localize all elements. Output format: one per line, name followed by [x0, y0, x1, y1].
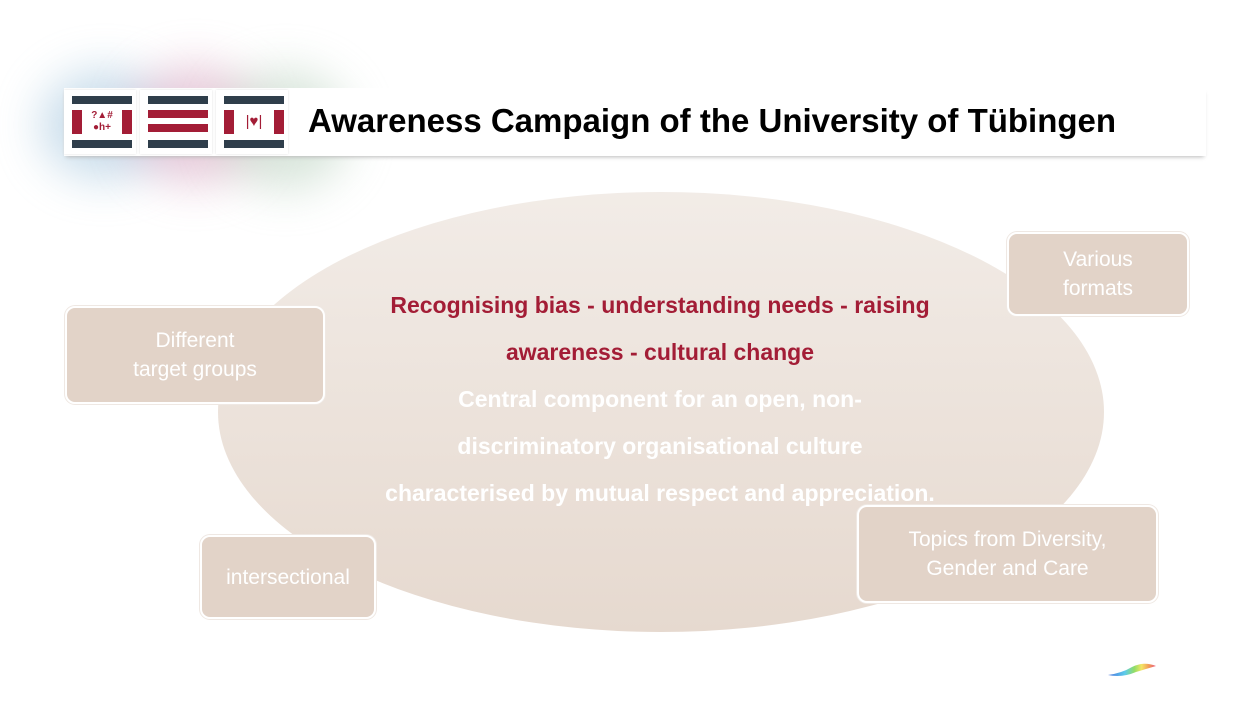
box-label: Different: [155, 329, 235, 352]
body-line: discriminatory organisational culture: [457, 433, 863, 459]
rainbow-logo-icon: [1108, 663, 1156, 676]
logo-stripes: [140, 90, 212, 154]
box-label: intersectional: [226, 565, 350, 589]
headline-line: awareness - cultural change: [505, 339, 815, 365]
box-formats: Various formats: [1007, 232, 1189, 316]
box-label: Topics from Diversity,: [908, 528, 1107, 551]
symbols-icon: ?▲#●h+: [82, 110, 122, 134]
body-line: characterised by mutual respect and appr…: [385, 480, 935, 506]
title-bar: ?▲#●h+ |♥| Awareness Campaign of the Uni…: [64, 88, 1206, 156]
page-title: Awareness Campaign of the University of …: [308, 102, 1117, 139]
box-label: target groups: [133, 358, 257, 381]
logo-symbols: ?▲#●h+: [64, 90, 136, 154]
heart-icon: |♥|: [234, 110, 274, 134]
box-label: Various: [1063, 248, 1133, 271]
headline-line: Recognising bias - understanding needs -…: [390, 292, 930, 318]
box-intersectional: intersectional: [200, 535, 376, 619]
body-line: Central component for an open, non-: [458, 386, 862, 412]
box-label: Gender and Care: [926, 557, 1089, 580]
logo-heart: |♥|: [216, 90, 288, 154]
central-text: Recognising bias - understanding needs -…: [300, 282, 1020, 517]
box-label: formats: [1062, 277, 1133, 300]
box-target-groups: Different target groups: [65, 306, 325, 404]
box-topics: Topics from Diversity, Gender and Care: [857, 505, 1158, 603]
